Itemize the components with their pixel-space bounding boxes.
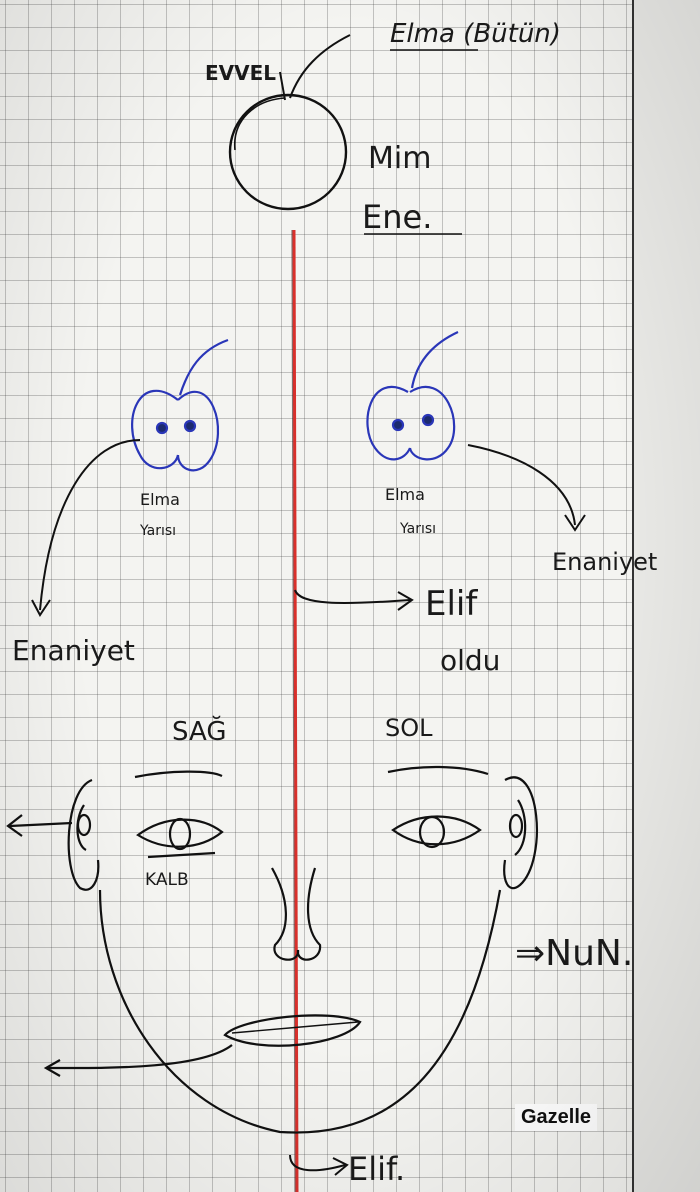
whole-apple-drawing	[228, 34, 351, 211]
sol-label: SOL	[385, 714, 433, 742]
elma-yarisi-right-line1: Elma	[385, 485, 425, 504]
elma-yarisi-right-line2: Yarısı	[399, 521, 436, 537]
page-margin-line	[632, 0, 634, 1192]
face-drawing	[6, 765, 538, 1134]
page-edge	[634, 0, 700, 1192]
enaniyet-arrows	[31, 439, 586, 1176]
enaniyet-right-label: Enaniyet	[552, 548, 657, 576]
ene-label: Ene.	[362, 198, 432, 236]
evvel-label: EVVEL	[205, 61, 276, 85]
mim-label: Mim	[368, 141, 431, 176]
red-center-line	[292, 229, 299, 1192]
elma-yarisi-left-line2: Yarısı	[139, 523, 176, 539]
elma-yarisi-left-line1: Elma	[140, 490, 180, 509]
elif-label: Elif	[425, 584, 478, 624]
enaniyet-left-label: Enaniyet	[12, 634, 135, 667]
kalb-label: KALB	[145, 870, 189, 890]
left-apple-half-drawing	[131, 338, 229, 472]
brand-logo: Gazelle	[515, 1104, 598, 1131]
elif-bottom-label: Elif.	[348, 1150, 405, 1188]
sag-label: SAĞ	[172, 715, 226, 747]
right-apple-half-drawing	[366, 331, 459, 461]
nun-label: ⇒NuN.	[515, 933, 633, 974]
oldu-label: oldu	[440, 644, 500, 677]
elma-title-label: Elma (Bütün)	[390, 19, 561, 49]
